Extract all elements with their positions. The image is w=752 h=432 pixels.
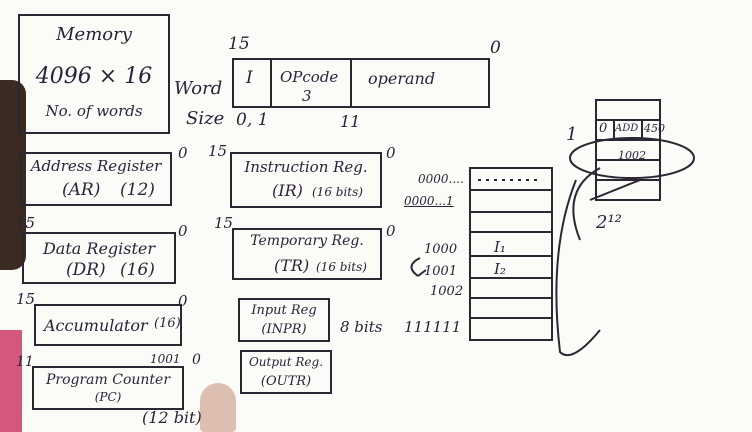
cell-i2: I₂ bbox=[494, 260, 506, 278]
input-register-box: Input Reg (INPR) bbox=[238, 298, 330, 342]
temporary-register-box: Temporary Reg. (TR) (16 bits) bbox=[232, 228, 382, 280]
instruction-register-box: Instruction Reg. (IR) (16 bits) bbox=[230, 152, 382, 208]
word-next: 1002 bbox=[618, 149, 646, 162]
dr-hi: 15 bbox=[16, 214, 36, 232]
format-bit-high: 15 bbox=[228, 34, 250, 54]
acc-hi: 15 bbox=[16, 290, 36, 308]
tr-lo: 0 bbox=[386, 222, 396, 240]
output-register-box: Output Reg. (OUTR) bbox=[240, 350, 332, 394]
format-divider-1 bbox=[270, 60, 272, 106]
memory-note: No. of words bbox=[45, 102, 143, 120]
temporary-register-abbr: (TR) bbox=[274, 256, 310, 275]
temporary-register-name: Temporary Reg. bbox=[250, 233, 364, 249]
memory-bracket-curve bbox=[555, 179, 601, 357]
program-counter-bits: (12 bit) bbox=[142, 408, 202, 427]
field-opcode: OPcode bbox=[280, 68, 339, 86]
output-register-abbr: (OUTR) bbox=[260, 374, 312, 389]
mem-addr-1: 0000...1 bbox=[404, 194, 454, 208]
pc-lo: 0 bbox=[192, 352, 201, 368]
memory-title: Memory bbox=[56, 24, 132, 45]
mem-addr-0: 0000.... bbox=[418, 172, 464, 186]
memory-size: 4096 × 16 bbox=[35, 64, 153, 89]
presenter-arm bbox=[0, 330, 22, 432]
input-register-abbr: (INPR) bbox=[261, 322, 307, 337]
address-register-abbr: (AR) bbox=[62, 180, 101, 200]
data-register-box: Data Register (DR) (16) bbox=[22, 232, 176, 284]
mem-addr-4: 1002 bbox=[430, 284, 464, 299]
format-i-range: 0, 1 bbox=[236, 110, 269, 130]
output-register-name: Output Reg. bbox=[248, 355, 324, 369]
address-register-box: Address Register (AR) (12) bbox=[20, 152, 172, 206]
data-register-bits: (16) bbox=[120, 260, 155, 280]
ar-lo: 0 bbox=[178, 144, 188, 162]
address-register-name: Address Register bbox=[30, 157, 162, 175]
program-counter-name: Program Counter bbox=[45, 372, 171, 388]
program-counter-box: Program Counter (PC) bbox=[32, 366, 184, 410]
word-power: 2¹² bbox=[596, 212, 622, 233]
word-opcode: ADD bbox=[615, 123, 639, 134]
format-operand-bit: 11 bbox=[340, 112, 361, 131]
temporary-register-bits: (16 bits) bbox=[316, 260, 367, 274]
mem-addr-5: 111111 bbox=[404, 318, 462, 336]
cell-i1: I₁ bbox=[494, 238, 506, 256]
field-opcode-bits: 3 bbox=[302, 87, 312, 105]
accumulator-box: Accumulator (16) bbox=[34, 304, 182, 346]
format-divider-2 bbox=[350, 60, 352, 106]
program-counter-abbr: (PC) bbox=[94, 390, 122, 404]
data-register-name: Data Register bbox=[42, 239, 156, 258]
tr-hi: 15 bbox=[214, 214, 234, 232]
format-bit-low: 0 bbox=[490, 38, 501, 58]
dr-lo: 0 bbox=[178, 222, 188, 240]
instruction-register-name: Instruction Reg. bbox=[244, 158, 368, 176]
instruction-register-bits: (16 bits) bbox=[312, 185, 363, 199]
pc-hi: 11 bbox=[16, 354, 34, 370]
mem-addr-3: 1001 bbox=[424, 264, 458, 279]
input-register-bits: 8 bits bbox=[340, 318, 383, 336]
field-operand: operand bbox=[368, 69, 436, 88]
data-register-abbr: (DR) bbox=[66, 260, 106, 280]
input-register-name: Input Reg bbox=[251, 303, 317, 318]
memory-array-outline bbox=[469, 167, 553, 341]
word-operand: 450 bbox=[644, 122, 665, 135]
field-i: I bbox=[246, 68, 253, 88]
word-label: Word bbox=[174, 78, 223, 99]
accumulator-name: Accumulator bbox=[44, 316, 148, 335]
mem-addr-2: 1000 bbox=[424, 242, 458, 257]
memory-box: Memory 4096 × 16 No. of words bbox=[18, 14, 170, 134]
presenter-hand bbox=[200, 383, 236, 432]
ir-lo: 0 bbox=[386, 144, 396, 162]
address-register-bits: (12) bbox=[120, 180, 155, 200]
instruction-format-box: I OPcode 3 operand bbox=[232, 58, 490, 108]
word-marker: 1 bbox=[566, 124, 578, 145]
accumulator-bits: (16) bbox=[154, 316, 181, 331]
instruction-register-abbr: (IR) bbox=[272, 181, 303, 200]
acc-lo: 0 bbox=[178, 292, 188, 310]
instruction-word-strike bbox=[589, 179, 641, 201]
memory-pointer-arrow bbox=[410, 257, 421, 277]
word-bit: 0 bbox=[599, 121, 608, 136]
size-label: Size bbox=[186, 108, 225, 129]
ir-hi: 15 bbox=[208, 142, 228, 160]
pc-extra: 1001 bbox=[150, 352, 181, 366]
